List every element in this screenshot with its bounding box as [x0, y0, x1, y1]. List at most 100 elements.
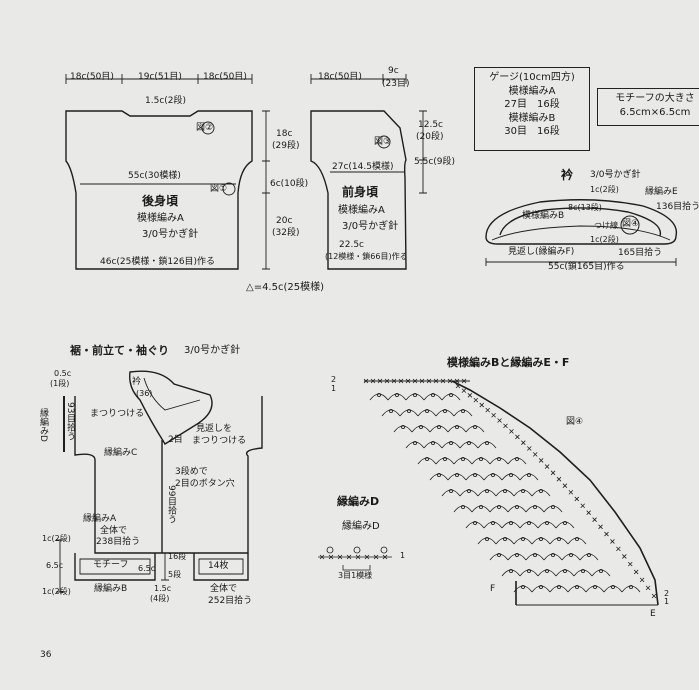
- finish-collar-label: 衿: [132, 377, 142, 387]
- collar-hook: 3/0号かぎ針: [590, 170, 641, 180]
- mesh-arch: [567, 585, 587, 593]
- mesh-knot: [424, 408, 429, 413]
- finish-sleeve-edge: 縁編みD: [38, 408, 48, 442]
- mesh-knot: [388, 408, 393, 413]
- mesh-arch: [525, 505, 545, 513]
- front-neck-dimension: [419, 110, 427, 194]
- mesh-arch: [531, 537, 551, 545]
- motif-size-value: 6.5cm×6.5cm: [619, 106, 691, 118]
- mesh-knot: [472, 424, 477, 429]
- finish-bottom-15-rows: (4段): [150, 594, 170, 603]
- mesh-knot: [557, 537, 562, 542]
- cross-stitch: [391, 378, 397, 384]
- mesh-arch: [405, 441, 425, 449]
- mesh-knot: [466, 440, 471, 445]
- back-top-left: 18c(50目): [70, 72, 114, 82]
- mesh-arch: [519, 569, 539, 577]
- front-width: 27c(14.5模様): [332, 162, 394, 172]
- hem-dimension: [161, 552, 169, 581]
- mesh-arch: [513, 537, 533, 545]
- mesh-knot: [394, 392, 399, 397]
- cross-stitch: [562, 483, 568, 488]
- back-fig1: 図①: [210, 184, 228, 194]
- mesh-arch: [501, 521, 521, 529]
- mesh-knot: [527, 521, 532, 526]
- cross-stitch: [455, 383, 461, 389]
- mesh-knot: [442, 408, 447, 413]
- triangle-note: △=4.5c(25模様): [246, 282, 324, 293]
- mesh-knot: [508, 472, 513, 477]
- mesh-arch: [561, 553, 581, 561]
- mesh-arch: [459, 441, 479, 449]
- finish-facing-fold: 見返しを: [196, 424, 233, 434]
- chart-row1: 1: [331, 384, 337, 393]
- fig4-marker: [620, 215, 640, 235]
- mesh-arch: [585, 585, 605, 593]
- back-top-mid: 19c(51目): [138, 72, 182, 82]
- finish-three-rows: 3段めで: [175, 467, 208, 477]
- back-fig2: 図②: [196, 123, 214, 133]
- mesh-knot: [448, 440, 453, 445]
- mesh-knot: [490, 521, 495, 526]
- back-width: 55c(30模様): [128, 171, 181, 181]
- mesh-knot: [545, 521, 550, 526]
- mesh-knot: [400, 424, 405, 429]
- mesh-knot: [412, 440, 417, 445]
- fig2-marker: [201, 121, 215, 135]
- finish-title: 裾・前立て・袖ぐり: [70, 344, 169, 357]
- gauge-pattern-b-values: 30目 16段: [504, 126, 560, 137]
- back-pattern: 模様編みA: [137, 213, 184, 224]
- mesh-knot: [599, 569, 604, 574]
- mesh-arch: [393, 425, 413, 433]
- mesh-arch: [489, 505, 509, 513]
- cross-stitch: [521, 440, 526, 445]
- mesh-arch: [507, 553, 527, 561]
- mesh-arch: [495, 489, 515, 497]
- back-arm-h: 6c(10段): [270, 179, 309, 189]
- mesh-arch: [537, 569, 557, 577]
- chart-title: 模様編みBと縁編みE・F: [447, 356, 570, 369]
- mesh-knot: [508, 569, 513, 574]
- cross-stitch: [586, 510, 591, 515]
- mesh-arch: [447, 473, 467, 481]
- cross-stitch: [574, 496, 580, 502]
- edging-d-cross: [355, 554, 361, 560]
- back-top-right: 18c(50目): [203, 72, 247, 82]
- back-body-outline: [65, 110, 253, 270]
- collar-band: [491, 225, 671, 241]
- edging-d-picot: [353, 546, 361, 554]
- cross-stitch: [461, 388, 467, 393]
- mesh-arch: [423, 393, 443, 401]
- mesh-arch: [555, 569, 575, 577]
- back-body-h: 20c: [276, 216, 293, 226]
- cross-stitch: [412, 378, 418, 384]
- mesh-arch: [381, 409, 401, 417]
- cross-stitch: [454, 378, 460, 384]
- mesh-knot: [539, 585, 544, 590]
- mesh-knot: [472, 472, 477, 477]
- mesh-knot: [569, 553, 574, 558]
- mesh-arch: [405, 393, 425, 401]
- mesh-knot: [521, 537, 526, 542]
- chart-e-rows-b: 1: [664, 597, 670, 606]
- mesh-arch: [465, 521, 485, 529]
- edging-d-cross: [364, 554, 370, 560]
- mesh-knot: [508, 521, 513, 526]
- edging-d-picots: [319, 546, 388, 560]
- cross-stitch: [616, 546, 621, 552]
- mesh-arch: [399, 409, 419, 417]
- finish-collar-rows: (36): [136, 389, 153, 398]
- mesh-arch: [477, 441, 497, 449]
- mesh-arch: [591, 569, 611, 577]
- edging-d-cross: [319, 554, 325, 560]
- collar-ribbon-bottom: 1c(2段): [590, 235, 619, 244]
- mesh-arch: [513, 585, 533, 593]
- front-bottom: (12模様・鎖66目)作る: [325, 252, 408, 261]
- mesh-knot: [575, 585, 580, 590]
- mesh-arch: [483, 521, 503, 529]
- collar-b-rows: 8c(13段): [568, 203, 602, 212]
- fig3-marker: [377, 135, 391, 149]
- cross-stitch: [604, 531, 609, 537]
- mesh-knot: [496, 504, 501, 509]
- edging-d-cross: [346, 554, 352, 560]
